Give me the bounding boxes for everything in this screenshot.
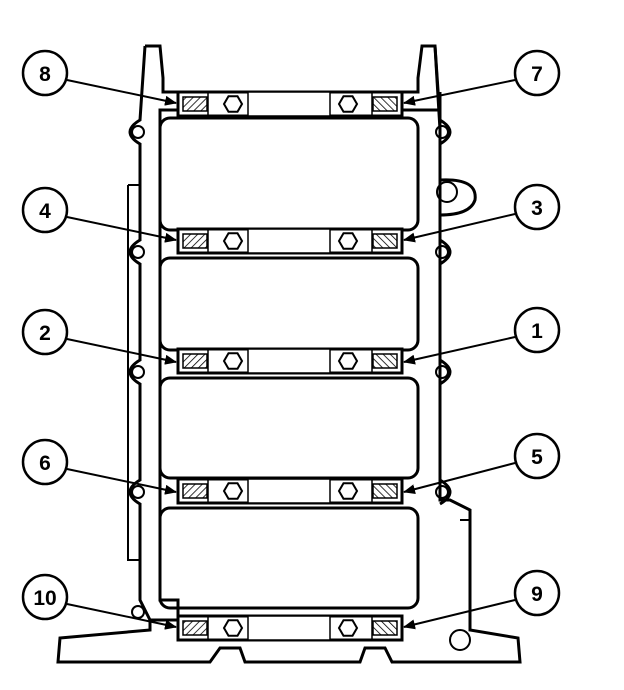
callout-7: 7 xyxy=(403,49,561,106)
hex-bolt-icon xyxy=(337,232,359,250)
bolt-boss-right xyxy=(372,96,398,112)
callout-4: 4 xyxy=(21,186,177,243)
callout-4-label: 4 xyxy=(39,200,51,223)
bearing-cap xyxy=(176,477,404,505)
bolt-boss-left xyxy=(182,96,208,112)
callout-5-label: 5 xyxy=(531,446,543,469)
callout-5: 5 xyxy=(403,432,561,495)
hex-bolt-icon xyxy=(222,482,244,500)
callout-8: 8 xyxy=(21,49,177,106)
journal-gap xyxy=(247,615,331,641)
callout-1: 1 xyxy=(403,306,561,365)
hex-bolt-icon xyxy=(222,352,244,370)
bearing-cap xyxy=(176,90,404,118)
bolt-boss-left xyxy=(182,233,208,249)
callout-3-label: 3 xyxy=(531,197,543,220)
hex-bolt-icon xyxy=(337,482,359,500)
hex-bolt-icon xyxy=(222,619,244,637)
bolt-boss-left xyxy=(182,483,208,499)
callout-10: 10 xyxy=(21,573,177,630)
callouts: 8 4 2 6 10 7 3 xyxy=(21,49,561,630)
callout-1-label: 1 xyxy=(531,320,543,343)
bolt-boss-left xyxy=(182,620,208,636)
hex-bolt-icon xyxy=(337,352,359,370)
callout-6-label: 6 xyxy=(39,452,51,475)
callout-10-label: 10 xyxy=(33,587,56,610)
callout-6: 6 xyxy=(21,438,177,495)
bolt-boss-left xyxy=(182,353,208,369)
callout-7-label: 7 xyxy=(531,63,543,86)
bearing-cap xyxy=(176,227,404,255)
journal-gap xyxy=(247,348,331,374)
bearing-caps xyxy=(176,90,404,642)
hex-bolt-icon xyxy=(337,95,359,113)
hex-bolt-icon xyxy=(222,232,244,250)
bolt-boss-right xyxy=(372,233,398,249)
callout-8-label: 8 xyxy=(39,63,51,86)
bolt-boss-right xyxy=(372,353,398,369)
callout-9-label: 9 xyxy=(531,583,543,606)
callout-3: 3 xyxy=(403,183,561,243)
bearing-cap xyxy=(176,614,404,642)
bolt-boss-right xyxy=(372,620,398,636)
callout-2: 2 xyxy=(21,308,177,365)
bolt-boss-right xyxy=(372,483,398,499)
bearing-cap xyxy=(176,347,404,375)
callout-2-label: 2 xyxy=(39,322,51,345)
callout-9: 9 xyxy=(403,569,561,630)
journal-gap xyxy=(247,478,331,504)
journal-gap xyxy=(247,228,331,254)
journal-gap xyxy=(247,91,331,117)
hex-bolt-icon xyxy=(222,95,244,113)
hex-bolt-icon xyxy=(337,619,359,637)
